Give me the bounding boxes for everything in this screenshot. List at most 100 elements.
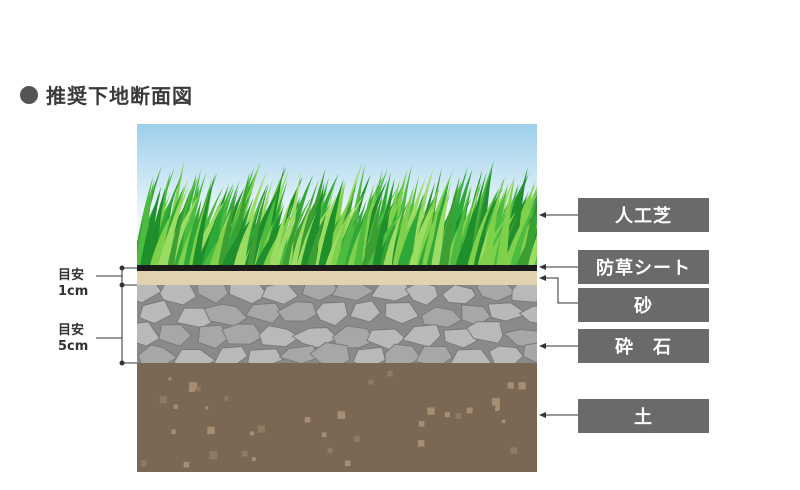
- dimension-label-sand: 目安 1cm: [58, 268, 88, 300]
- label-weed-sheet: 防草シート: [578, 250, 709, 284]
- soil-speck: [173, 404, 178, 409]
- gravel-stone: [138, 299, 173, 325]
- soil-speck: [188, 385, 195, 392]
- gravel-stone: [278, 344, 321, 363]
- grass-blade: [509, 199, 537, 268]
- grass-blade: [496, 176, 515, 268]
- gravel-stone: [315, 301, 349, 327]
- gravel-stone: [258, 325, 301, 348]
- soil-speck: [250, 431, 255, 436]
- grass-blade: [290, 198, 314, 268]
- grass-blade: [536, 266, 537, 268]
- gravel-stone: [487, 302, 529, 322]
- grass-blade: [372, 191, 392, 268]
- dim-dot-2: [119, 282, 125, 288]
- soil-speck: [518, 382, 526, 390]
- grass-blade: [329, 213, 350, 268]
- grass-blade: [246, 183, 269, 268]
- soil-speck: [510, 447, 517, 454]
- soil-speck: [344, 460, 351, 467]
- dimension-label-sand-line2: 1cm: [58, 284, 89, 299]
- gravel-stone: [332, 325, 376, 349]
- soil-speck: [418, 421, 425, 427]
- soil-speck: [224, 396, 229, 401]
- artificial-grass-layer: [137, 159, 576, 268]
- arrow-grass: [539, 212, 546, 218]
- gravel-stone: [228, 285, 269, 305]
- grass-blade: [183, 199, 202, 268]
- soil-speck: [209, 451, 218, 460]
- soil-speck: [427, 407, 435, 415]
- soil-speck: [241, 450, 248, 457]
- grass-blade: [543, 168, 572, 268]
- soil-speck: [159, 396, 167, 404]
- diagram-title: 推奨下地断面図: [20, 80, 193, 109]
- gravel-stone: [384, 343, 422, 363]
- soil-speck: [304, 417, 311, 423]
- diagram-title-text: 推奨下地断面図: [46, 84, 193, 108]
- soil-speck: [417, 440, 425, 447]
- sand-layer: [137, 271, 537, 285]
- soil-speck: [257, 425, 265, 433]
- soil-speck: [183, 461, 190, 468]
- grass-blade: [481, 179, 504, 268]
- grass-blade: [533, 255, 537, 268]
- grass-blade: [454, 210, 480, 268]
- gravel-stones: [137, 285, 537, 363]
- grass-blade: [421, 196, 442, 268]
- gravel-stone: [247, 348, 284, 363]
- label-artificial-grass: 人工芝: [578, 198, 709, 232]
- grass-blade: [139, 186, 162, 268]
- gravel-stone: [450, 348, 492, 363]
- grass-blade: [217, 189, 238, 268]
- arrow-gravel: [539, 343, 546, 349]
- weed-sheet-layer: [137, 265, 537, 271]
- soil-speck: [492, 398, 500, 406]
- grass-blade: [466, 191, 497, 268]
- dim-dot-1: [119, 265, 125, 271]
- grass-blade: [537, 191, 555, 268]
- soil-speck: [501, 419, 506, 424]
- grass-blade: [157, 186, 189, 268]
- gravel-stone: [301, 285, 340, 302]
- grass-blade: [502, 207, 531, 268]
- gravel-stone: [349, 300, 382, 323]
- grass-blade: [167, 190, 191, 268]
- gravel-stone: [158, 324, 193, 347]
- arrow-soil: [539, 412, 546, 418]
- leader-arrowheads: [539, 212, 546, 418]
- gravel-stone: [197, 324, 231, 349]
- grass-blade: [382, 209, 404, 268]
- soil-speck: [466, 407, 473, 414]
- leader-sand: [540, 277, 578, 304]
- gravel-stone: [475, 285, 517, 302]
- grass-blade: [149, 211, 173, 268]
- dimension-dots: [119, 265, 125, 366]
- grass-blade: [146, 186, 166, 268]
- grass-blade: [546, 173, 565, 268]
- soil-speck: [327, 447, 333, 453]
- gravel-stone: [352, 346, 386, 363]
- soil-speck: [171, 429, 176, 434]
- grass-blade: [306, 215, 326, 268]
- soil-speck: [196, 386, 201, 392]
- gravel-stone: [137, 285, 163, 304]
- grass-blade: [430, 180, 452, 268]
- gravel-stone: [522, 342, 537, 363]
- grass-blade: [408, 200, 438, 268]
- gravel-stone: [331, 285, 376, 302]
- grass-blade: [191, 179, 214, 268]
- gravel-stone: [276, 301, 318, 322]
- gravel-stone: [518, 305, 537, 324]
- grass-blade: [353, 183, 375, 268]
- arrow-sheet: [539, 264, 546, 270]
- soil-speck: [353, 436, 360, 442]
- label-gravel: 砕 石: [578, 329, 709, 363]
- grass-blade: [547, 179, 570, 268]
- arrow-sand: [539, 275, 546, 281]
- grass-blade: [543, 209, 576, 268]
- grass-blade: [438, 176, 460, 268]
- grass-blade: [392, 184, 415, 268]
- grass-blade: [403, 192, 424, 268]
